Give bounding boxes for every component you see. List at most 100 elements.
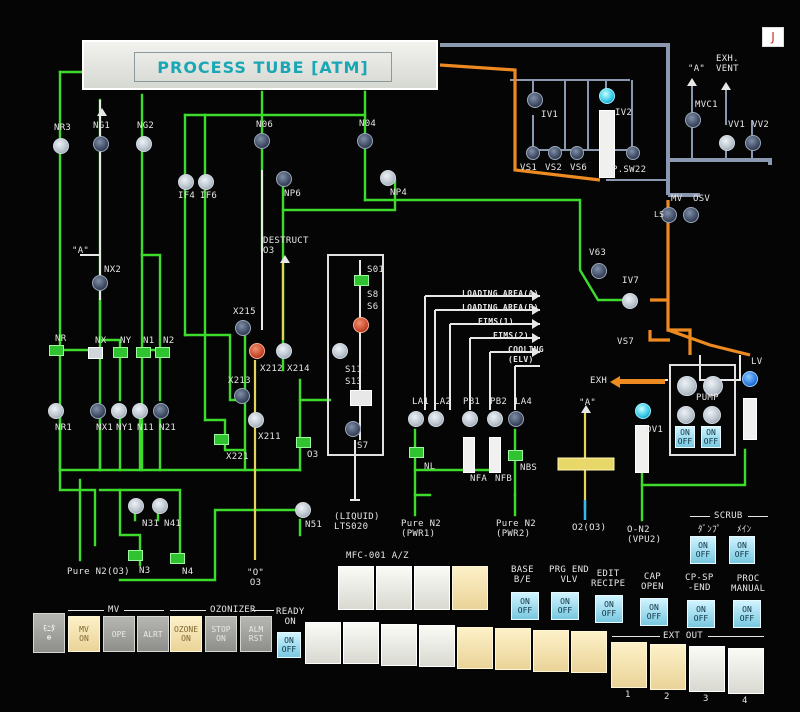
valve-ny1[interactable]: [111, 403, 127, 419]
ready-on-button[interactable]: ON OFF: [277, 632, 301, 658]
ext-out-button-3[interactable]: [689, 646, 725, 692]
valve-n41[interactable]: [152, 498, 168, 514]
pump-onoff-2[interactable]: ON OFF: [701, 426, 721, 448]
cap-open-button[interactable]: ON OFF: [640, 598, 668, 626]
valve-nr3[interactable]: [53, 138, 69, 154]
mv-ope-button[interactable]: OPE: [103, 616, 135, 652]
mfc-n2[interactable]: [155, 347, 170, 358]
valve-la2[interactable]: [428, 411, 444, 427]
pump-bp2[interactable]: [677, 406, 695, 424]
valve-lv[interactable]: [742, 371, 758, 387]
valve-iv1[interactable]: [527, 92, 543, 108]
label-pure-n2-pwr1: Pure N2 (PWR1): [401, 519, 442, 539]
bottom-button-8[interactable]: [571, 631, 607, 673]
valve-n06[interactable]: [254, 133, 270, 149]
pump-dp2[interactable]: [703, 406, 721, 424]
valve-n51[interactable]: [295, 502, 311, 518]
bottom-button-7[interactable]: [533, 630, 569, 672]
base-button[interactable]: ON OFF: [511, 592, 539, 620]
ext-out-button-2[interactable]: [650, 644, 686, 690]
mfc-button-2[interactable]: [376, 566, 412, 610]
mv-alrt-button[interactable]: ALRT: [137, 616, 169, 652]
prg-end-button[interactable]: ON OFF: [551, 592, 579, 620]
label-nl: NL: [424, 462, 436, 472]
valve-vv2[interactable]: [745, 135, 761, 151]
edit-recipe-button[interactable]: ON OFF: [595, 595, 623, 623]
valve-ls[interactable]: [661, 207, 677, 223]
valve-x213[interactable]: [234, 388, 250, 404]
pump-bp1[interactable]: [677, 376, 697, 396]
ext-out-button-1[interactable]: [611, 642, 647, 688]
valve-if6[interactable]: [198, 174, 214, 190]
valve-nr1[interactable]: [48, 403, 64, 419]
liquid-switch[interactable]: [350, 390, 372, 406]
valve-iv2[interactable]: [599, 88, 615, 104]
close-corner-button[interactable]: J: [762, 27, 784, 47]
valve-mvc1[interactable]: [685, 112, 701, 128]
valve-osv[interactable]: [683, 207, 699, 223]
valve-dv1[interactable]: [635, 403, 651, 419]
label-ext-out: EXT OUT: [663, 631, 704, 641]
valve-vv1[interactable]: [719, 135, 735, 151]
valve-la1[interactable]: [408, 411, 424, 427]
valve-nx2[interactable]: [92, 275, 108, 291]
ext-out-button-4[interactable]: [728, 648, 764, 694]
valve-nx1[interactable]: [90, 403, 106, 419]
mfc-nl[interactable]: [409, 447, 424, 458]
mfc-o3[interactable]: [296, 437, 311, 448]
valve-s8[interactable]: [353, 317, 369, 333]
mfc-s01[interactable]: [354, 275, 369, 286]
valve-x212[interactable]: [249, 343, 265, 359]
valve-s11[interactable]: [332, 343, 348, 359]
valve-ng2[interactable]: [136, 136, 152, 152]
valve-pb2[interactable]: [487, 411, 503, 427]
label-la2: LA2: [434, 397, 452, 407]
valve-n21[interactable]: [153, 403, 169, 419]
ozone-alm-rst-button[interactable]: ALM RST: [240, 616, 272, 652]
mfc-button-3[interactable]: [414, 566, 450, 610]
ozone-on-button[interactable]: OZONE ON: [170, 616, 202, 652]
mfc-n4[interactable]: [170, 553, 185, 564]
valve-x214[interactable]: [276, 343, 292, 359]
mfc-button-4[interactable]: [452, 566, 488, 610]
valve-np4[interactable]: [380, 170, 396, 186]
scrub-dump-button[interactable]: ON OFF: [690, 536, 716, 564]
valve-x215[interactable]: [235, 320, 251, 336]
scrub-main-button[interactable]: ON OFF: [729, 536, 755, 564]
valve-n11[interactable]: [132, 403, 148, 419]
mfc-nbs[interactable]: [508, 450, 523, 461]
mfc-ny[interactable]: [113, 347, 128, 358]
valve-if4[interactable]: [178, 174, 194, 190]
mfc-button-1[interactable]: [338, 566, 374, 610]
mv-on-button[interactable]: MV ON: [68, 616, 100, 652]
label-np6: NP6: [284, 189, 302, 199]
bottom-button-3[interactable]: [381, 624, 417, 666]
bottom-button-1[interactable]: [305, 622, 341, 664]
pump-dp1[interactable]: [703, 376, 723, 396]
valve-iv7[interactable]: [622, 293, 638, 309]
bottom-button-5[interactable]: [457, 627, 493, 669]
mfc-n3[interactable]: [128, 550, 143, 561]
valve-la4[interactable]: [508, 411, 524, 427]
valve-ng1[interactable]: [93, 136, 109, 152]
mfc-x221[interactable]: [214, 434, 229, 445]
valve-pb1[interactable]: [462, 411, 478, 427]
proc-manual-button[interactable]: ON OFF: [733, 600, 761, 628]
label-liquid: (LIQUID) LTS020: [334, 512, 380, 532]
cp-sp-end-button[interactable]: ON OFF: [687, 600, 715, 628]
valve-v63[interactable]: [591, 263, 607, 279]
monitor-icon-button[interactable]: ﾓﾆﾀ ⊕: [33, 613, 65, 653]
valve-n31[interactable]: [128, 498, 144, 514]
switch-nx[interactable]: [88, 347, 103, 359]
valve-n04[interactable]: [357, 133, 373, 149]
bottom-button-2[interactable]: [343, 622, 379, 664]
bottom-button-6[interactable]: [495, 628, 531, 670]
mfc-n1[interactable]: [136, 347, 151, 358]
mfc-nr[interactable]: [49, 345, 64, 356]
ozone-stop-button[interactable]: STOP ON: [205, 616, 237, 652]
valve-np6[interactable]: [276, 171, 292, 187]
pump-onoff-1[interactable]: ON OFF: [675, 426, 695, 448]
valve-s7[interactable]: [345, 421, 361, 437]
bottom-button-4[interactable]: [419, 625, 455, 667]
valve-x211[interactable]: [248, 412, 264, 428]
